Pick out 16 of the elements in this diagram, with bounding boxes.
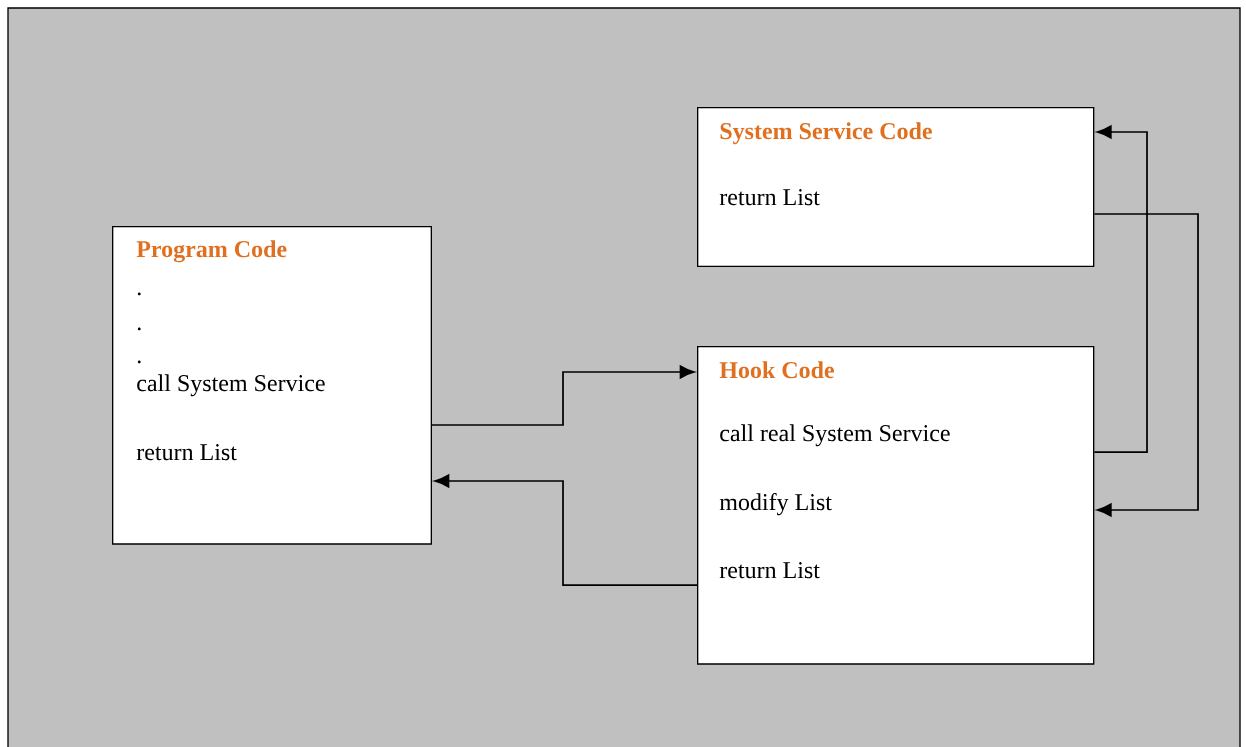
box-heading: System Service Code [720, 122, 932, 145]
code-line: modify List [719, 493, 832, 516]
arrow [1093, 125, 1148, 453]
arrow [1093, 213, 1199, 517]
code-line: return List [719, 189, 820, 206]
box-heading: Hook Code [719, 361, 834, 379]
code-line: return List [136, 444, 237, 461]
code-line: . [137, 360, 141, 364]
arrow [434, 474, 698, 586]
box-heading: Program Code [136, 240, 287, 263]
arrow [431, 365, 695, 426]
code-line: . [137, 327, 141, 331]
code-line: return List [719, 562, 820, 579]
code-line: call real System Service [720, 424, 950, 447]
code-line: call System Service [137, 374, 325, 397]
code-line: . [137, 292, 141, 296]
